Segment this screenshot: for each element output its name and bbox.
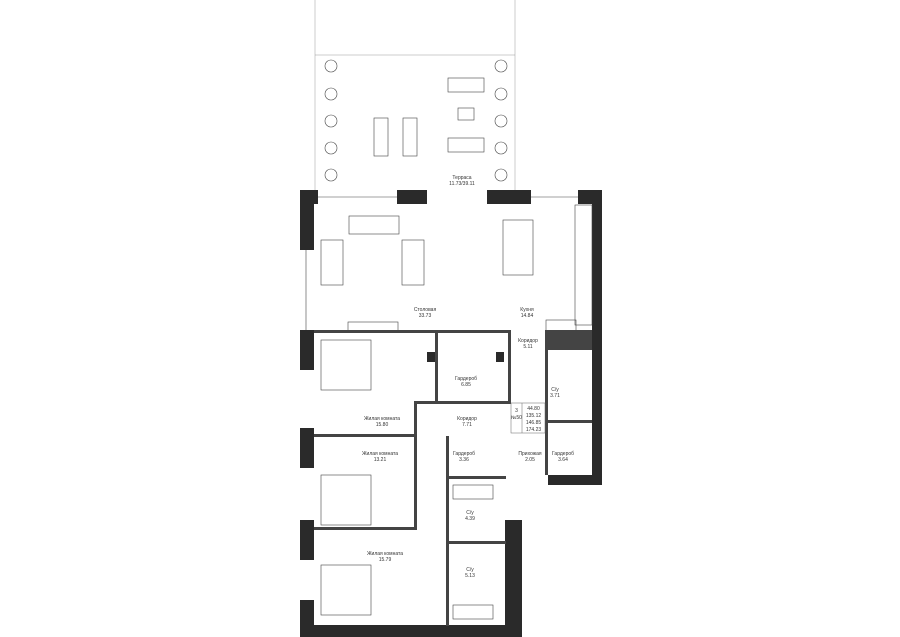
room-bathroom-3: С/у5.13 (465, 567, 475, 579)
room-name: С/у (466, 510, 474, 516)
room-area: 14.84 (521, 313, 534, 319)
room-area: 5.11 (523, 344, 533, 350)
room-area: 3.36 (459, 457, 469, 463)
room-name: Кухня (520, 307, 534, 313)
rooms-count: 3 (515, 408, 518, 414)
room-area: 11.73/39.11 (449, 181, 475, 187)
room-area: 3.64 (558, 457, 568, 463)
area-value: 135.12 (526, 413, 542, 419)
room-name: С/у (466, 567, 474, 573)
room-name: Гардероб (552, 451, 574, 457)
room-name: С/у (551, 387, 559, 393)
room-area: 3.71 (550, 393, 560, 399)
room-name: Жилая комната (367, 551, 403, 557)
apartment-info-box: 3 №50 44.80 135.12 146.85 174.23 (510, 402, 546, 434)
plant-icons (324, 59, 508, 182)
terrace-area (314, 0, 516, 192)
room-area: 7.71 (462, 422, 472, 428)
room-name: Столовая (414, 307, 437, 313)
terrace-furniture-icons (373, 77, 485, 157)
outer-walls (300, 190, 602, 637)
room-name: Терраса (452, 175, 471, 181)
area-value: 146.85 (526, 420, 542, 426)
area-value: 44.80 (527, 406, 540, 412)
room-name: Прихожая (518, 451, 541, 457)
room-area: 6.85 (461, 382, 471, 388)
inner-walls (314, 330, 592, 626)
room-area: 13.21 (374, 457, 387, 463)
area-value: 174.23 (526, 427, 542, 433)
room-area: 15.79 (379, 557, 392, 563)
room-bathroom-1: С/у3.71 (550, 387, 560, 399)
room-area: 4.39 (465, 516, 475, 522)
room-name: Жилая комната (364, 416, 400, 422)
room-bathroom-2: С/у4.39 (465, 510, 475, 522)
room-name: Коридор (518, 338, 538, 344)
room-name: Коридор (457, 416, 477, 422)
room-name: Жилая комната (362, 451, 398, 457)
room-area: 2.05 (525, 457, 535, 463)
room-area: 5.13 (465, 573, 475, 579)
furniture-icons (320, 204, 593, 620)
apartment-number: №50 (511, 415, 522, 421)
room-area: 33.73 (419, 313, 432, 319)
room-area: 15.80 (376, 422, 389, 428)
room-name: Гардероб (453, 451, 475, 457)
room-name: Гардероб (455, 376, 477, 382)
